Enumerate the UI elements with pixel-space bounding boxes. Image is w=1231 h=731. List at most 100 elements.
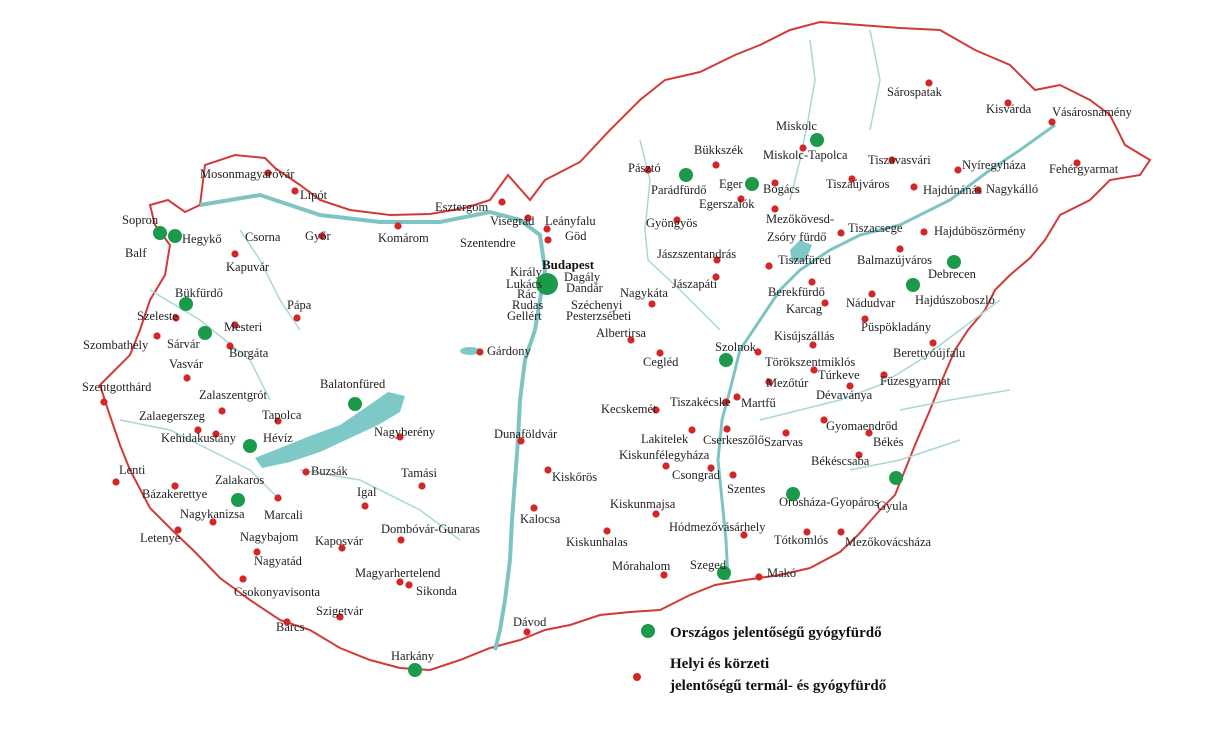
place-label-leanyfalu: Leányfalu [545,214,596,228]
national-spa-marker-sarvar [198,326,212,340]
place-label-hajduboszormeny: Hajdúböszörmény [934,224,1026,238]
national-spa-marker-harkany [408,663,422,677]
local-spa-marker-martfu [733,393,741,401]
place-label-albertirsa: Albertirsa [596,326,646,340]
local-spa-marker-papa [293,314,301,322]
local-spa-marker-mosonmagyarovar [264,169,272,177]
place-label-fuzesgyarmat: Füzesgyarmat [880,374,951,388]
local-spa-marker-kiskunfelegyhaza [662,462,670,470]
local-spa-marker-szentgotthard [100,398,108,406]
place-label-eger: Eger [719,177,743,191]
place-label-karcag: Karcag [786,302,823,316]
place-label-csongrad: Csongrád [672,468,721,482]
local-spa-marker-jaszapati [712,273,720,281]
local-spa-marker-komarom [394,222,402,230]
place-label-barcs: Barcs [276,620,305,634]
place-label-dagaly: Dagály [564,270,601,284]
local-spa-marker-berekfurdo [808,278,816,286]
local-spa-marker-mezokovesd [771,205,779,213]
local-spa-marker-csongrad [707,464,715,472]
place-label-fehergyarmat: Fehérgyarmat [1049,162,1119,176]
national-spa-marker-gyula [889,471,903,485]
place-label-zalaszentgrot: Zalaszentgrót [199,388,268,402]
place-label-lukacs: Lukács [506,277,542,291]
legend-national-label: Országos jelentőségű gyógyfürdő [670,625,882,641]
local-spa-marker-szentendre [544,236,552,244]
place-label-tiszavasvari: Tiszavasvári [868,153,931,167]
local-spa-marker-cegled [656,349,664,357]
place-label-harkany: Harkány [391,649,435,663]
place-label-szentendre: Szentendre [460,236,516,250]
place-label-kiskunhalas: Kiskunhalas [566,535,628,549]
local-spa-marker-csokonyavisonta [239,575,247,583]
place-label-buzsak: Buzsák [311,464,349,478]
place-label-kehidakustany: Kehidakustány [161,431,237,445]
local-spa-marker-kiskoros [544,466,552,474]
place-label-torokszentmiklos: Törökszentmiklós [765,355,855,369]
place-label-bukfurdo: Bükfürdő [175,286,223,300]
place-label-totkomlos: Tótkomlós [774,533,828,547]
legend-local-label-line2: jelentőségű termál- és gyógyfürdő [669,678,887,694]
local-spa-marker-gyomaendrod [820,416,828,424]
place-label-visegrad: Visegrád [490,214,535,228]
local-spa-marker-lenti [112,478,120,486]
place-label-kiraly: Király [510,265,543,279]
legend-national-marker [641,624,655,638]
local-spa-marker-visegrad [524,214,532,222]
place-label-sarospatak: Sárospatak [887,85,943,99]
national-spa-marker-zalakaros [231,493,245,507]
local-spa-marker-zalaszentgrot [218,407,226,415]
local-spa-marker-mesteri [231,321,239,329]
local-spa-marker-vasarosnameny [1048,118,1056,126]
local-spa-marker-igal [361,502,369,510]
place-label-igal: Igal [357,485,377,499]
local-spa-marker-jaszszentandras [713,256,721,264]
place-label-tamasi: Tamási [401,466,437,480]
local-spa-marker-dunafoldvar [517,437,525,445]
local-spa-marker-barcs [283,618,291,626]
place-label-vasarosnameny: Vásárosnamény [1052,105,1133,119]
local-spa-marker-paszto [644,166,652,174]
local-spa-marker-karcag [821,299,829,307]
national-spa-marker-szeged [717,566,731,580]
local-spa-marker-kisujszallas [809,341,817,349]
local-spa-marker-tiszafured [765,262,773,270]
local-spa-marker-nadudvar [868,290,876,298]
place-label-lipot: Lipót [300,188,328,202]
place-label-zalaegerszeg: Zalaegerszeg [139,409,206,423]
place-label-gardony: Gárdony [487,344,531,358]
local-spa-marker-bekes [865,429,873,437]
place-label-egerszalok: Egerszalók [699,197,755,211]
local-spa-marker-szeleste [172,314,180,322]
local-spa-marker-sarospatak [925,79,933,87]
place-label-balmazujvaros: Balmazújváros [857,253,932,267]
place-label-hajduszoboszlo: Hajdúszoboszló [915,293,995,307]
place-label-nagykallo: Nagykálló [986,182,1038,196]
place-label-martfu: Martfű [741,396,776,410]
local-spa-marker-gardony [476,348,484,356]
local-spa-marker-nagykanizsa [209,518,217,526]
place-label-vasvar: Vasvár [169,357,204,371]
local-spa-marker-kaposvar [338,544,346,552]
place-label-lenti: Lenti [119,463,146,477]
national-spa-marker-bukfurdo [179,297,193,311]
lake-tisza [790,240,812,262]
local-spa-marker-hodmezovasarhely [740,531,748,539]
local-spa-marker-csorna [231,250,239,258]
national-spa-marker-hegyko [168,229,182,243]
local-spa-marker-marcali [274,494,282,502]
local-spa-marker-bukkszek [712,161,720,169]
place-label-magyarhertelend: Magyarhertelend [355,566,441,580]
local-spa-marker-hajduboszormeny [920,228,928,236]
place-label-dandar: Dandár [566,281,604,295]
place-label-kiskunmajsa: Kiskunmajsa [610,497,676,511]
place-label-mosonmagyarovar: Mosonmagyaróvár [200,167,295,181]
lake-velence [460,347,480,355]
place-label-kalocsa: Kalocsa [520,512,561,526]
national-spa-marker-szolnok [719,353,733,367]
place-label-balf: Balf [125,246,147,260]
local-spa-marker-szombathely [153,332,161,340]
local-spa-marker-davod [523,628,531,636]
place-label-letenye: Letenye [140,531,181,545]
place-label-szolnok: Szolnok [715,340,757,354]
